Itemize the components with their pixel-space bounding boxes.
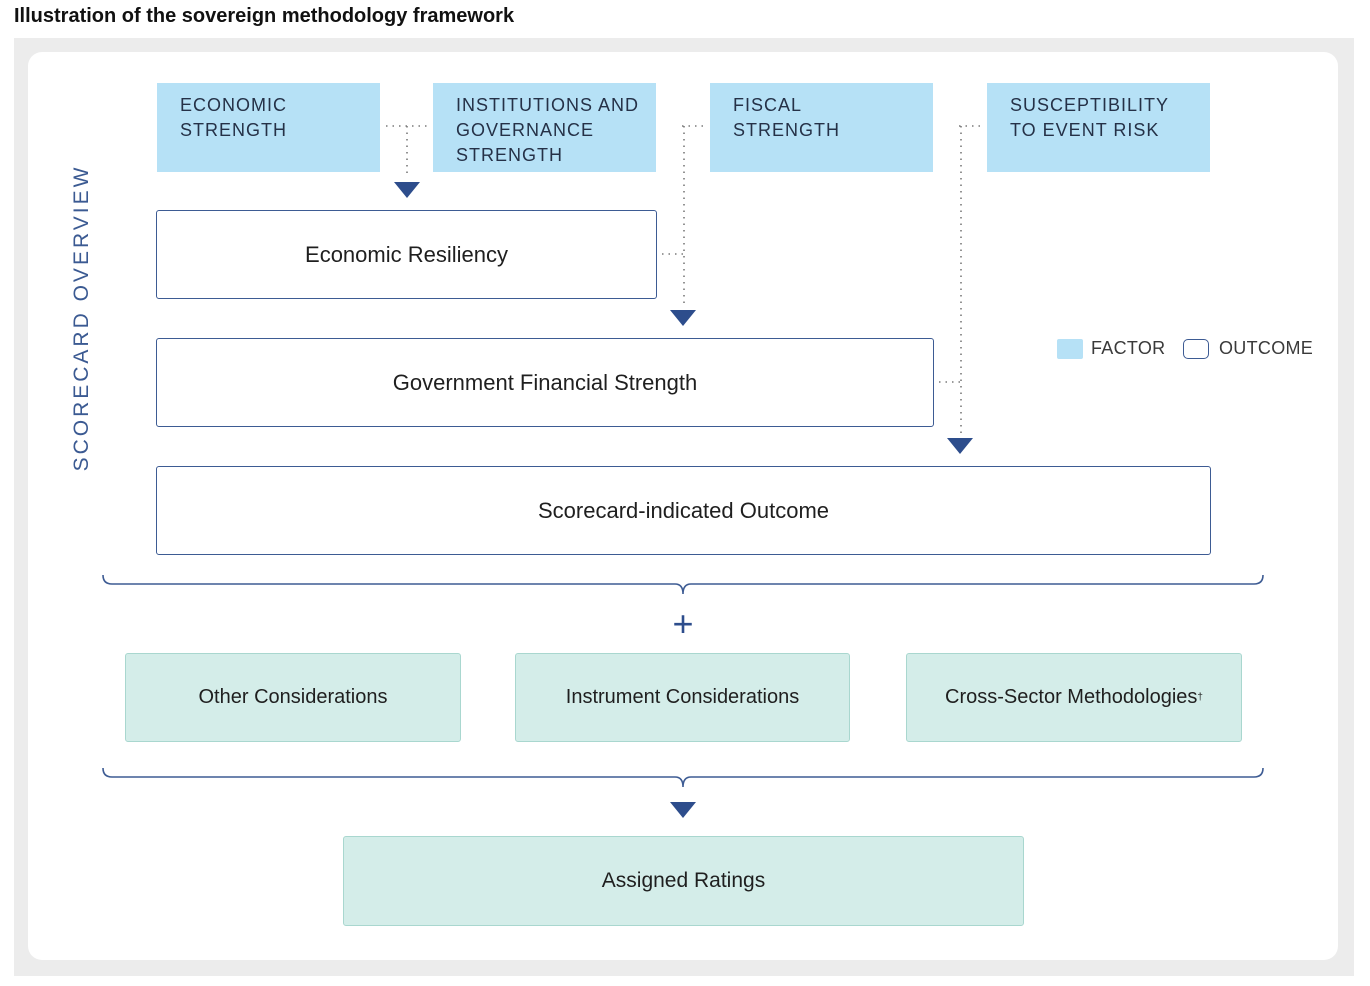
consideration-label: Other Considerations [198,686,388,708]
cross-sector-methodologies-box: Cross-Sector Methodologies† [906,653,1242,742]
brace-considerations [102,767,1264,788]
factor-institutions-governance-strength: INSTITUTIONS AND GOVERNANCE STRENGTH [433,83,656,172]
plus-symbol: + [672,603,693,644]
arrow-heads [394,182,973,818]
arrow-down-icon [670,310,696,326]
other-considerations-box: Other Considerations [125,653,461,742]
legend-factor-label: FACTOR [1091,338,1166,358]
consideration-label: Instrument Considerations [565,686,800,708]
consideration-label: Cross-Sector Methodologies [945,686,1198,708]
arrow-down-icon [670,802,696,818]
factor-fiscal-strength: FISCAL STRENGTH [710,83,933,172]
dagger-footnote-mark: † [1197,692,1203,703]
factor-label: SUSCEPTIBILITY TO EVENT RISK [1010,95,1170,140]
grouping-braces [102,574,1264,788]
factor-economic-strength: ECONOMIC STRENGTH [157,83,380,172]
factor-susceptibility-to-event-risk: SUSCEPTIBILITY TO EVENT RISK [987,83,1210,172]
assigned-ratings-label: Assigned Ratings [601,869,766,892]
outcome-scorecard-indicated: Scorecard-indicated Outcome [156,466,1211,555]
arrow-down-icon [394,182,420,198]
factor-label: INSTITUTIONS AND GOVERNANCE STRENGTH [456,95,640,165]
dotted-connectors [386,125,981,433]
legend-outcome-label: OUTCOME [1219,338,1314,358]
assigned-ratings-box: Assigned Ratings [343,836,1024,926]
outcome-economic-resiliency: Economic Resiliency [156,210,657,299]
outcome-label: Economic Resiliency [305,241,508,267]
instrument-considerations-box: Instrument Considerations [515,653,850,742]
legend-factor-swatch [1057,339,1083,359]
page-title: Illustration of the sovereign methodolog… [14,5,515,27]
factor-label: ECONOMIC STRENGTH [180,95,287,140]
arrow-down-icon [947,438,973,454]
brace-scorecard [102,574,1264,595]
outcome-label: Scorecard-indicated Outcome [537,497,830,523]
outcome-government-financial-strength: Government Financial Strength [156,338,934,427]
legend-outcome-swatch [1183,339,1209,359]
factor-label: FISCAL STRENGTH [733,95,840,140]
outcome-label: Government Financial Strength [392,369,698,395]
